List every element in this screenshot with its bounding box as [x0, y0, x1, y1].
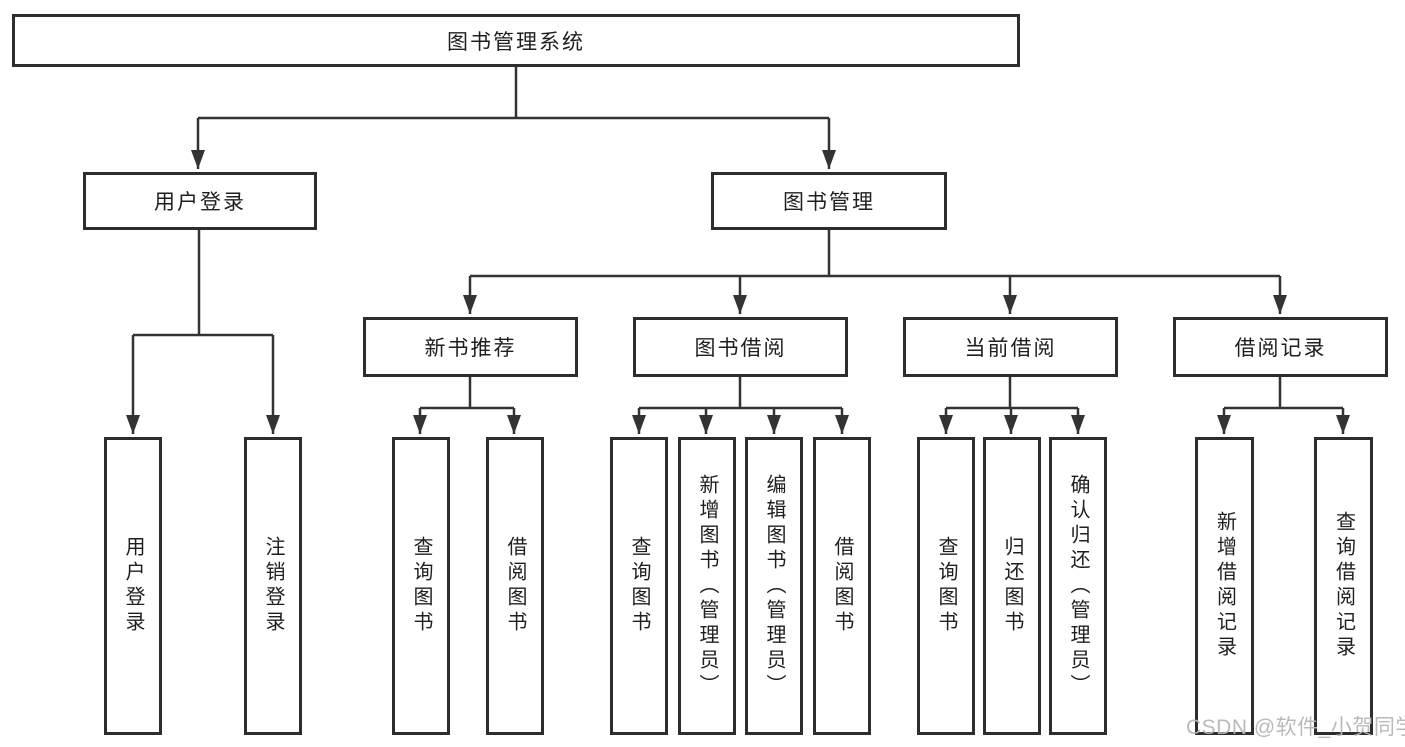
- node-book-management: 图书管理: [711, 172, 947, 230]
- node-new-book-recommend: 新书推荐: [363, 317, 578, 377]
- node-nb-query-books: 查询图书: [392, 437, 450, 735]
- node-user-login: 用户登录: [83, 172, 317, 230]
- node-current-borrow: 当前借阅: [903, 317, 1118, 377]
- node-nb-borrow-books: 借阅图书: [486, 437, 544, 735]
- node-ul-user-login: 用户登录: [104, 437, 162, 735]
- node-ul-logout: 注销登录: [244, 437, 302, 735]
- node-book-borrow: 图书借阅: [633, 317, 848, 377]
- node-borrow-records: 借阅记录: [1173, 317, 1388, 377]
- csdn-watermark: CSDN @软件_小贺同学: [1186, 716, 1405, 739]
- node-cb-return-books: 归还图书: [983, 437, 1041, 735]
- node-br-add-record: 新增借阅记录: [1195, 437, 1254, 735]
- node-br-query-record: 查询借阅记录: [1314, 437, 1373, 735]
- node-bb-query-books: 查询图书: [610, 437, 668, 735]
- node-bb-borrow-books: 借阅图书: [813, 437, 871, 735]
- node-cb-query-books: 查询图书: [917, 437, 975, 735]
- node-bb-edit-books: 编辑图书（管理员）: [745, 437, 803, 735]
- node-root: 图书管理系统: [12, 14, 1020, 67]
- node-cb-confirm-return: 确认归还（管理员）: [1049, 437, 1107, 735]
- node-bb-add-books: 新增图书（管理员）: [678, 437, 736, 735]
